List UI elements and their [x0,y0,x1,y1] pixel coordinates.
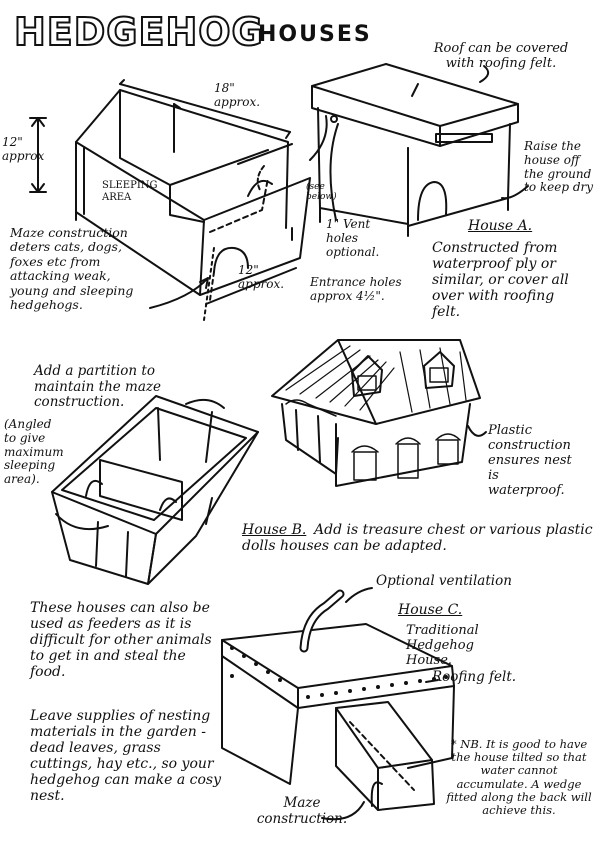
house-a-closed-box-drawing [309,63,529,237]
partition-note: Add a partition to maintain the maze con… [34,363,161,411]
feeders-note: These houses can also be used as feeders… [30,600,212,681]
house-b-plastic-tub-drawing [51,395,259,585]
house-b-description: Add is treasure chest or various plastic… [242,522,593,555]
dimension-18-label: 18" approx. [214,81,261,109]
house-a-label: House A. [468,218,533,234]
house-b-label: House B. [242,522,307,538]
maze-construction-label: Maze construction. [256,795,348,827]
entrance-holes-label: Entrance holes approx 4½". [310,275,402,303]
nb-tilt-note: * NB. It is good to have the house tilte… [446,737,592,818]
dimension-12-depth-label: 12" approx. [238,263,285,291]
roof-felt-note: Roof can be covered with roofing felt. [433,41,569,71]
plastic-construction-note: Plastic construction ensures nest is wat… [488,423,572,498]
house-b-dolls-house-drawing [271,339,487,487]
page-subtitle: HOUSES [258,22,372,47]
roofing-felt-label: Roofing felt. [432,669,517,685]
house-a-open-box-drawing [29,79,311,321]
house-c-drawing [221,587,455,821]
sleeping-area-label: SLEEPING AREA [102,180,158,203]
optional-ventilation-label: Optional ventilation [376,573,512,589]
dimension-12-height-label: 12" approx [2,135,45,163]
angled-note: (Angled to give maximum sleeping area). [4,417,64,487]
house-a-description: Constructed from waterproof ply or simil… [432,240,569,321]
page-title: HEDGEHOG [13,9,264,55]
raise-house-note: Raise the house off the ground to keep d… [524,139,594,195]
house-c-description: Traditional Hedgehog House. [406,623,479,668]
maze-construction-note: Maze construction deters cats, dogs, fox… [10,225,134,312]
nesting-materials-note: Leave supplies of nesting materials in t… [30,708,222,805]
see-below-label: (see below) [306,182,337,203]
house-c-label: House C. [398,602,463,618]
vent-holes-label: 1" Vent holes optional. [326,217,380,259]
